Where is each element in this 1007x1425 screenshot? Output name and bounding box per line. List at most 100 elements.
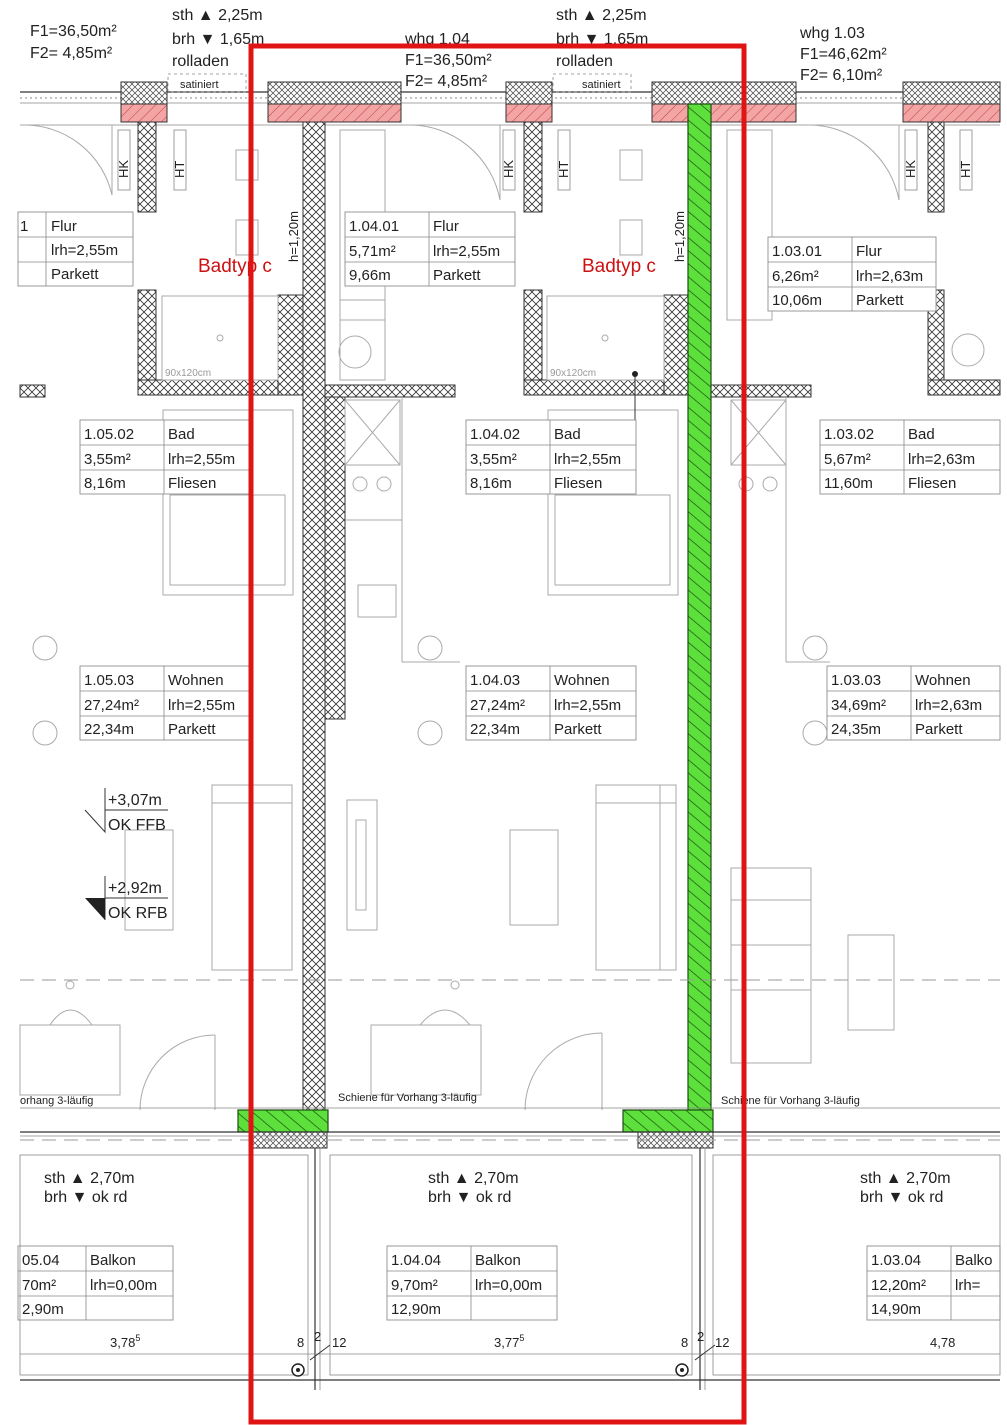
room-floor: Fliesen [168, 475, 216, 492]
room-floor: Parkett [856, 292, 904, 309]
whg104-f1: F1=36,50m² [405, 52, 492, 69]
satiniert-label-mid: satiniert [582, 79, 621, 91]
room-lrh: lrh=2,55m [51, 242, 118, 259]
room-name: Flur [856, 243, 882, 260]
hk-marker-right: HK [903, 160, 918, 178]
dim-2-left: 2 [314, 1329, 321, 1344]
f2-left: F2= 4,85m² [30, 45, 113, 62]
room-num: 1.04.04 [391, 1252, 441, 1269]
whg103-title: whg 1.03 [799, 25, 865, 42]
room-area: 6,26m² [772, 268, 819, 285]
dim-mid: 3,775 [494, 1333, 524, 1350]
dim-12-left: 12 [332, 1335, 346, 1350]
room-num: 1.03.01 [772, 243, 822, 260]
room-num: 1 [20, 218, 28, 235]
room-name: Flur [51, 218, 77, 235]
room-lrh: lrh=2,63m [856, 268, 923, 285]
ht-marker-mid: HT [556, 161, 571, 178]
room-num: 1.03.03 [831, 672, 881, 689]
shower-label-mid: 90x120cm [550, 368, 596, 379]
room-perim: 2,90m [22, 1301, 64, 1318]
room-area: 9,70m² [391, 1277, 438, 1294]
room-name: Balkon [90, 1252, 136, 1269]
sth-left: sth ▲ 2,25m [172, 7, 263, 24]
room-name: Balkon [475, 1252, 521, 1269]
height-marker-mid: h=1,20m [672, 211, 687, 262]
room-lrh: lrh=2,55m [554, 451, 621, 468]
insulation-block [120, 81, 168, 105]
dim-left: 3,785 [110, 1333, 140, 1350]
room-lrh: lrh=2,55m [554, 697, 621, 714]
hk-marker-mid: HK [501, 160, 516, 178]
room-area: 27,24m² [470, 697, 525, 714]
whg103-f2: F2= 6,10m² [800, 67, 883, 84]
room-stamp-flur-103: 1.03.01 Flur 6,26m² lrh=2,63m 10,06m Parkett [767, 236, 937, 312]
lintel-red [902, 103, 1001, 123]
room-num: 1.04.01 [349, 218, 399, 235]
curtain-label-left: orhang 3-läufig [20, 1095, 93, 1107]
height-marker-left: h=1,20m [286, 211, 301, 262]
room-floor: Fliesen [554, 475, 602, 492]
dim-8-mid: 8 [681, 1335, 688, 1350]
rfb-label: OK RFB [108, 905, 168, 922]
balcony-sth-left: sth ▲ 2,70m [44, 1170, 135, 1187]
fixtures: 90x120cm 90x120cm [19, 124, 1000, 1141]
party-wall-hatched [302, 121, 326, 1111]
insulation-block [267, 81, 402, 105]
room-perim: 22,34m [470, 721, 520, 738]
room-area: 5,71m² [349, 243, 396, 260]
room-area: 34,69m² [831, 697, 886, 714]
room-num: 1.03.02 [824, 426, 874, 443]
room-floor: Parkett [51, 266, 99, 283]
room-lrh: lrh=2,55m [168, 451, 235, 468]
dim-8-left: 8 [297, 1335, 304, 1350]
room-perim: 11,60m [824, 475, 873, 492]
whg104-f2: F2= 4,85m² [405, 73, 488, 90]
room-floor: Fliesen [908, 475, 956, 492]
ht-marker-left: HT [172, 161, 187, 178]
green-party-wall [687, 103, 712, 1113]
lintel-red [120, 103, 168, 123]
room-num: 1.05.03 [84, 672, 134, 689]
room-floor: Parkett [168, 721, 216, 738]
insulation-block [651, 81, 797, 105]
room-perim: 9,66m [349, 267, 391, 284]
highlight-frame [248, 43, 747, 1425]
dim-right: 4,78 [930, 1335, 955, 1350]
brh-left: brh ▼ 1,65m [172, 31, 264, 48]
curtain-label-mid: Schiene für Vorhang 3-läufig [338, 1092, 477, 1104]
room-floor: Parkett [915, 721, 963, 738]
room-num: 1.05.02 [84, 426, 134, 443]
satiniert-label-left: satiniert [180, 79, 219, 91]
room-lrh: lrh= [955, 1277, 981, 1294]
badtyp-label-left: Badtyp c [198, 256, 272, 277]
green-sill-mid [622, 1109, 714, 1133]
lintel-red [651, 103, 797, 123]
room-lrh: lrh=2,55m [433, 243, 500, 260]
insulation-block [505, 81, 553, 105]
ffb-label: OK FFB [108, 817, 166, 834]
dim-2-mid: 2 [697, 1329, 704, 1344]
room-area: 5,67m² [824, 451, 871, 468]
badtyp-label-mid: Badtyp c [582, 256, 656, 277]
f1-left: F1=36,50m² [30, 23, 117, 40]
whg103-f1: F1=46,62m² [800, 46, 887, 63]
room-name: Wohnen [554, 672, 610, 689]
ht-marker-right: HT [958, 161, 973, 178]
room-name: Bad [168, 426, 195, 443]
room-lrh: lrh=0,00m [475, 1277, 542, 1294]
room-perim: 8,16m [470, 475, 512, 492]
sth-mid: sth ▲ 2,25m [556, 7, 647, 24]
room-perim: 10,06m [772, 292, 822, 309]
room-name: Bad [554, 426, 581, 443]
room-perim: 14,90m [871, 1301, 921, 1318]
room-area: 3,55m² [84, 451, 131, 468]
balcony-zone [19, 1148, 1001, 1390]
room-num: 1.03.04 [871, 1252, 921, 1269]
